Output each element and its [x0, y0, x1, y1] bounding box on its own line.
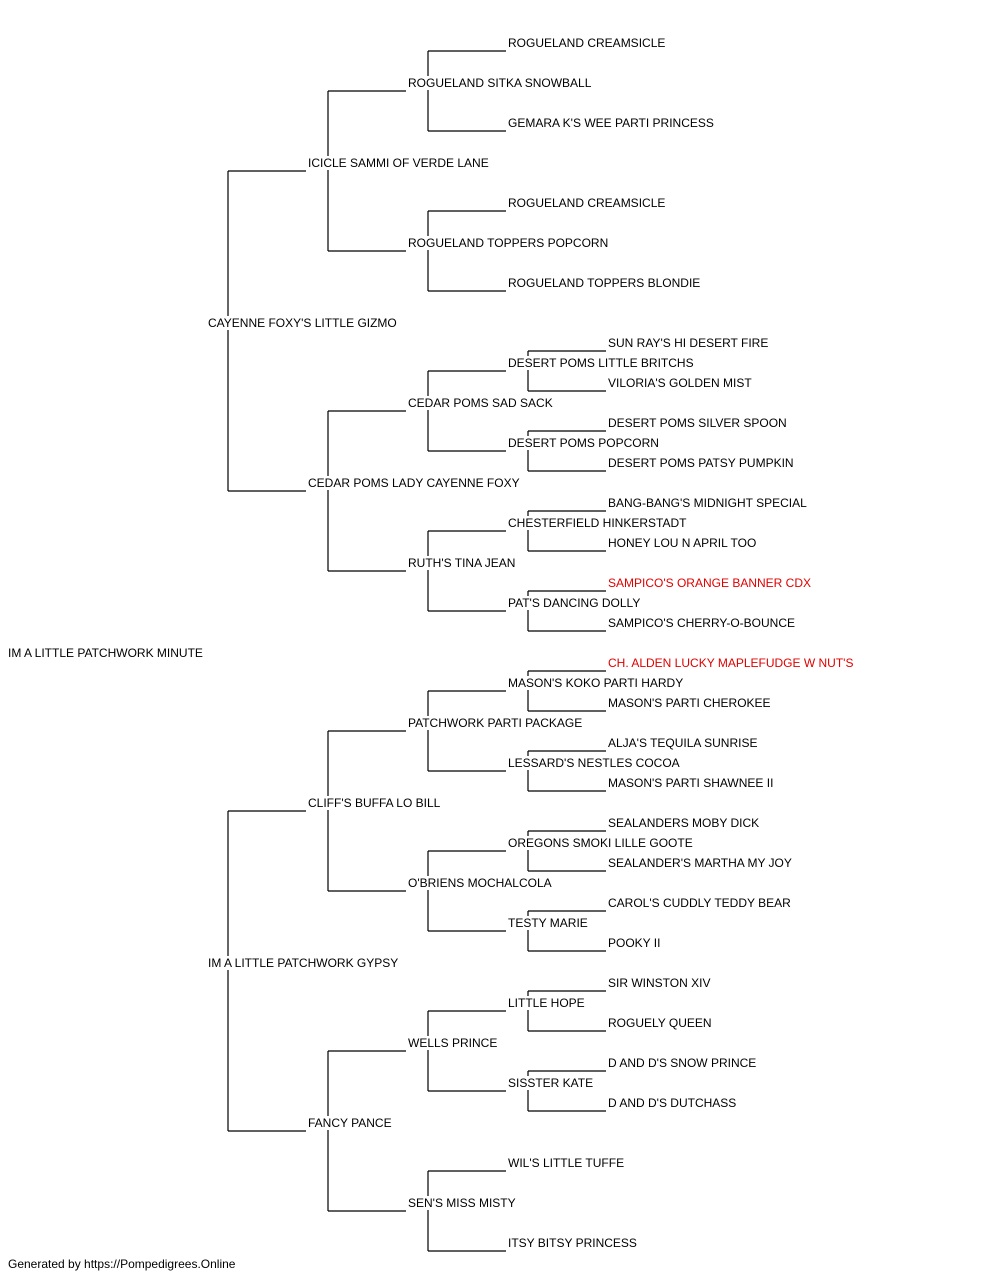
pedigree-dog-name: CEDAR POMS SAD SACK: [408, 396, 554, 410]
pedigree-dog-name: SEN'S MISS MISTY: [408, 1196, 517, 1210]
pedigree-dog-name: SEALANDER'S MARTHA MY JOY: [608, 856, 793, 870]
pedigree-dog-name: IM A LITTLE PATCHWORK MINUTE: [8, 646, 204, 660]
pedigree-dog-name: CH. ALDEN LUCKY MAPLEFUDGE W NUT'S: [608, 656, 855, 670]
pedigree-dog-name: ROGUELAND TOPPERS POPCORN: [408, 236, 610, 250]
pedigree-dog-name: ROGUELAND SITKA SNOWBALL: [408, 76, 593, 90]
pedigree-dog-name: LESSARD'S NESTLES COCOA: [508, 756, 681, 770]
pedigree-dog-name: OREGONS SMOKI LILLE GOOTE: [508, 836, 694, 850]
pedigree-dog-name: ROGUELY QUEEN: [608, 1016, 713, 1030]
pedigree-dog-name: SISSTER KATE: [508, 1076, 595, 1090]
pedigree-dog-name: FANCY PANCE: [308, 1116, 393, 1130]
pedigree-dog-name: CLIFF'S BUFFA LO BILL: [308, 796, 442, 810]
pedigree-dog-name: DESERT POMS POPCORN: [508, 436, 660, 450]
pedigree-dog-name: DESERT POMS LITTLE BRITCHS: [508, 356, 695, 370]
pedigree-dog-name: SAMPICO'S ORANGE BANNER CDX: [608, 576, 812, 590]
pedigree-dog-name: MASON'S PARTI CHEROKEE: [608, 696, 772, 710]
pedigree-dog-name: CAYENNE FOXY'S LITTLE GIZMO: [208, 316, 398, 330]
pedigree-dog-name: SUN RAY'S HI DESERT FIRE: [608, 336, 770, 350]
pedigree-dog-name: SIR WINSTON XIV: [608, 976, 712, 990]
pedigree-dog-name: ROGUELAND CREAMSICLE: [508, 196, 667, 210]
pedigree-dog-name: O'BRIENS MOCHALCOLA: [408, 876, 553, 890]
pedigree-dog-name: CEDAR POMS LADY CAYENNE FOXY: [308, 476, 521, 490]
pedigree-dog-name: DESERT POMS PATSY PUMPKIN: [608, 456, 795, 470]
pedigree-dog-name: CHESTERFIELD HINKERSTADT: [508, 516, 688, 530]
footer-credit: Generated by https://Pompedigrees.Online: [8, 1257, 236, 1271]
pedigree-dog-name: LITTLE HOPE: [508, 996, 586, 1010]
pedigree-dog-name: PATCHWORK PARTI PACKAGE: [408, 716, 584, 730]
pedigree-dog-name: MASON'S PARTI SHAWNEE II: [608, 776, 775, 790]
pedigree-dog-name: GEMARA K'S WEE PARTI PRINCESS: [508, 116, 715, 130]
pedigree-dog-name: ROGUELAND TOPPERS BLONDIE: [508, 276, 702, 290]
pedigree-dog-name: WELLS PRINCE: [408, 1036, 499, 1050]
pedigree-dog-name: DESERT POMS SILVER SPOON: [608, 416, 788, 430]
pedigree-dog-name: WIL'S LITTLE TUFFE: [508, 1156, 626, 1170]
pedigree-dog-name: D AND D'S DUTCHASS: [608, 1096, 738, 1110]
pedigree-dog-name: HONEY LOU N APRIL TOO: [608, 536, 758, 550]
pedigree-dog-name: MASON'S KOKO PARTI HARDY: [508, 676, 685, 690]
pedigree-dog-name: VILORIA'S GOLDEN MIST: [608, 376, 753, 390]
pedigree-dog-name: BANG-BANG'S MIDNIGHT SPECIAL: [608, 496, 808, 510]
pedigree-dog-name: ITSY BITSY PRINCESS: [508, 1236, 638, 1250]
pedigree-dog-name: SAMPICO'S CHERRY-O-BOUNCE: [608, 616, 796, 630]
pedigree-dog-name: SEALANDERS MOBY DICK: [608, 816, 761, 830]
pedigree-dog-name: TESTY MARIE: [508, 916, 589, 930]
pedigree-dog-name: ALJA'S TEQUILA SUNRISE: [608, 736, 759, 750]
pedigree-dog-name: POOKY II: [608, 936, 662, 950]
pedigree-dog-name: D AND D'S SNOW PRINCE: [608, 1056, 758, 1070]
pedigree-dog-name: ICICLE SAMMI OF VERDE LANE: [308, 156, 490, 170]
pedigree-dog-name: CAROL'S CUDDLY TEDDY BEAR: [608, 896, 792, 910]
pedigree-dog-name: ROGUELAND CREAMSICLE: [508, 36, 667, 50]
pedigree-dog-name: RUTH'S TINA JEAN: [408, 556, 517, 570]
pedigree-dog-name: IM A LITTLE PATCHWORK GYPSY: [208, 956, 400, 970]
pedigree-dog-name: PAT'S DANCING DOLLY: [508, 596, 642, 610]
